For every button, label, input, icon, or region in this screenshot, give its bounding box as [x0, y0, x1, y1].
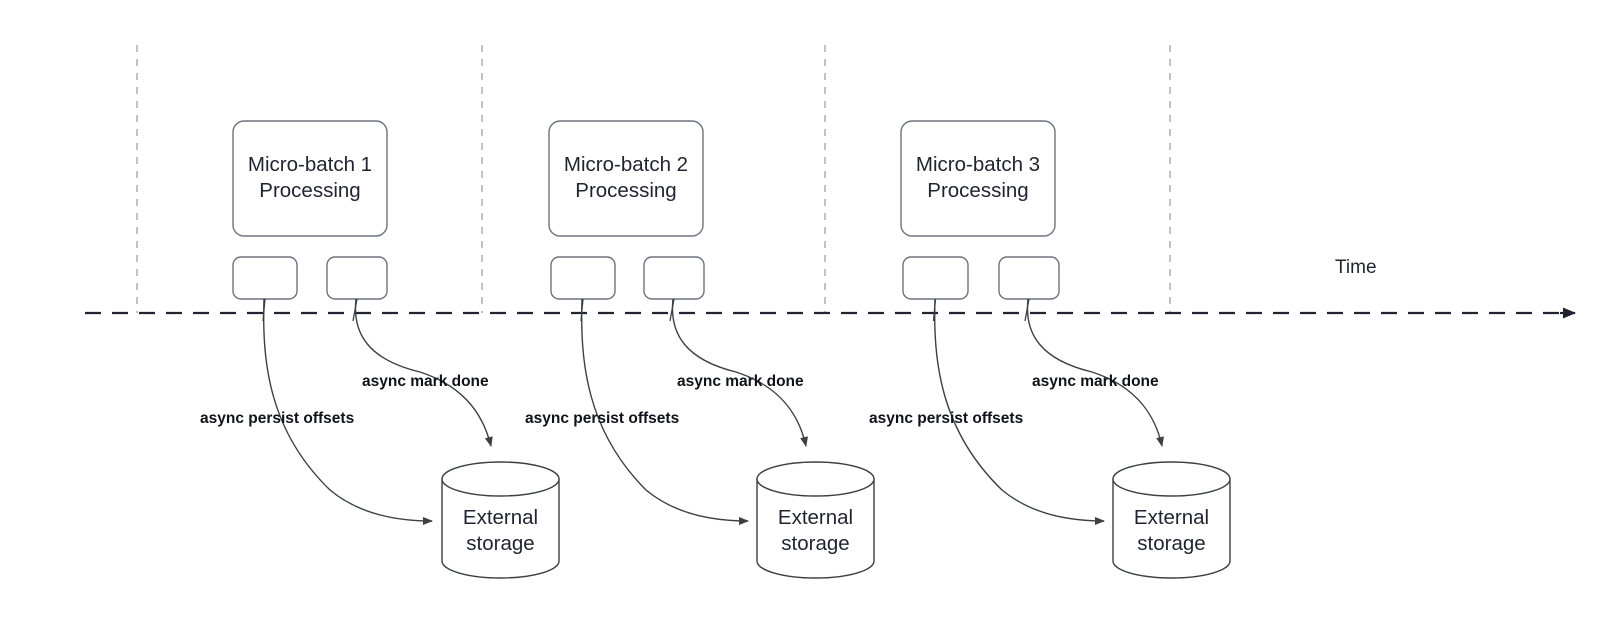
- async-mark-done-arrow: [354, 298, 493, 447]
- async-persist-offsets-arrow: [263, 298, 433, 525]
- async-persist-offsets-arrow: [934, 298, 1105, 525]
- persist-offsets-label: async persist offsets: [869, 410, 1023, 427]
- async-mark-done-arrow: [671, 298, 808, 447]
- batch-boundary-lines: [136, 45, 1171, 313]
- micro-batch-label-line1: Micro-batch 2: [564, 153, 688, 176]
- task-box-left[interactable]: [902, 256, 969, 300]
- storage-cylinder-top: [1112, 461, 1231, 497]
- async-persist-offsets-arrow: [581, 298, 749, 525]
- task-box-right[interactable]: [643, 256, 705, 300]
- micro-batch-label-line1: Micro-batch 1: [248, 153, 372, 176]
- storage-cylinder-body[interactable]: [1112, 478, 1231, 579]
- time-axis-label: Time: [1335, 257, 1377, 278]
- task-box-left[interactable]: [232, 256, 298, 300]
- mark-done-label: async mark done: [362, 373, 489, 390]
- micro-batch-label-line2: Processing: [259, 179, 360, 202]
- storage-label-line1: External: [1134, 506, 1209, 529]
- mark-done-label: async mark done: [1032, 373, 1159, 390]
- micro-batch-label-line2: Processing: [927, 179, 1028, 202]
- micro-batch-label-line1: Micro-batch 3: [916, 153, 1040, 176]
- micro-batch-box[interactable]: [232, 120, 388, 237]
- task-box-right[interactable]: [998, 256, 1060, 300]
- storage-label-line1: External: [778, 506, 853, 529]
- storage-label-line2: storage: [781, 532, 849, 555]
- storage-cylinder-body[interactable]: [441, 478, 560, 579]
- storage-label-line1: External: [463, 506, 538, 529]
- mark-done-label: async mark done: [677, 373, 804, 390]
- task-box-right[interactable]: [326, 256, 388, 300]
- persist-offsets-label: async persist offsets: [200, 410, 354, 427]
- task-box-left[interactable]: [550, 256, 616, 300]
- micro-batch-box[interactable]: [548, 120, 704, 237]
- storage-cylinder-top: [756, 461, 875, 497]
- storage-cylinder-body[interactable]: [756, 478, 875, 579]
- storage-cylinder-top: [441, 461, 560, 497]
- micro-batch-label-line2: Processing: [575, 179, 676, 202]
- async-mark-done-arrow: [1026, 298, 1164, 447]
- micro-batch-box[interactable]: [900, 120, 1056, 237]
- time-axis: Time: [85, 257, 1576, 319]
- storage-label-line2: storage: [466, 532, 534, 555]
- persist-offsets-label: async persist offsets: [525, 410, 679, 427]
- storage-label-line2: storage: [1137, 532, 1205, 555]
